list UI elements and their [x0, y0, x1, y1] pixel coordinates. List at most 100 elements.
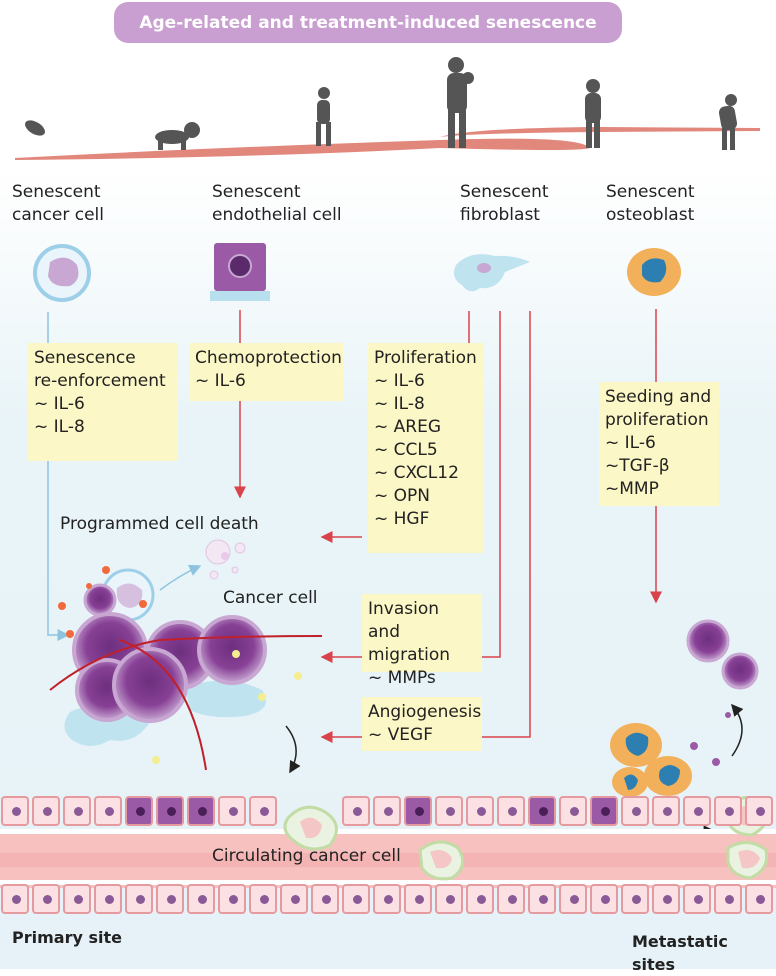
endothelial-cell — [311, 884, 339, 914]
endothelial-nucleus — [74, 895, 83, 904]
endothelial-nucleus — [601, 895, 610, 904]
endothelial-nucleus — [632, 895, 641, 904]
endothelial-cell — [342, 796, 370, 826]
endothelial-cell — [714, 796, 742, 826]
embryo-icon — [25, 120, 45, 136]
endothelial-nucleus — [446, 895, 455, 904]
label-senescent-osteoblast: Senescent osteoblast — [606, 182, 695, 225]
adults-icon — [447, 57, 474, 148]
blood-vessel — [0, 829, 776, 888]
endothelial-cell — [63, 884, 91, 914]
endothelial-cell — [125, 796, 153, 826]
endothelial-nucleus — [260, 807, 269, 816]
endothelial-cell — [63, 796, 91, 826]
endothelial-cell — [249, 796, 277, 826]
endothelial-cell — [714, 884, 742, 914]
circulating-cells — [283, 796, 769, 881]
endothelial-cell — [404, 884, 432, 914]
endothelial-nucleus — [353, 807, 362, 816]
endothelial-nucleus — [725, 807, 734, 816]
endothelial-nucleus — [415, 895, 424, 904]
metastatic-osteoblasts — [610, 723, 692, 797]
endothelial-nucleus — [663, 895, 672, 904]
endothelial-nucleus — [632, 807, 641, 816]
endothelial-cell — [528, 796, 556, 826]
endothelial-cell — [745, 796, 773, 826]
endothelial-nucleus — [508, 895, 517, 904]
endothelial-nucleus — [105, 895, 114, 904]
label-programmed-cell-death: Programmed cell death — [60, 514, 259, 534]
adult-icon — [585, 79, 601, 148]
endothelial-cell — [94, 884, 122, 914]
endothelial-nucleus — [322, 895, 331, 904]
endothelial-cell — [528, 884, 556, 914]
box-proliferation: Proliferation ~ IL-6 ~ IL-8 ~ AREG ~ CCL… — [368, 343, 484, 553]
box-invasion-migration: Invasion and migration ~ MMPs — [362, 594, 482, 688]
endothelial-cell — [683, 796, 711, 826]
endothelial-cell — [652, 884, 680, 914]
endothelial-cell — [466, 884, 494, 914]
child-icon — [316, 87, 331, 146]
endothelial-cell — [218, 796, 246, 826]
endothelial-nucleus — [12, 807, 21, 816]
endothelial-nucleus — [291, 895, 300, 904]
endothelial-cell — [621, 884, 649, 914]
label-senescent-endothelial-cell: Senescent endothelial cell — [212, 182, 342, 225]
endothelial-cell — [249, 884, 277, 914]
endothelial-cell — [94, 796, 122, 826]
arrow-intravasation — [285, 725, 301, 774]
endothelial-cell — [745, 884, 773, 914]
endothelial-cell — [497, 796, 525, 826]
endothelial-nucleus — [694, 807, 703, 816]
endothelial-nucleus — [229, 807, 238, 816]
endothelial-cell — [404, 796, 432, 826]
endothelial-nucleus — [12, 895, 21, 904]
endothelial-cell — [187, 884, 215, 914]
vessel-wall-bottom — [0, 884, 776, 918]
endothelial-cell — [1, 796, 29, 826]
apoptotic-bodies — [205, 539, 246, 580]
endothelial-nucleus — [136, 895, 145, 904]
label-metastatic-sites: Metastatic sites — [632, 932, 728, 974]
endothelial-cell — [280, 884, 308, 914]
senescent-osteoblast-icon — [627, 248, 681, 296]
baby-icon — [155, 122, 200, 150]
endothelial-nucleus — [43, 807, 52, 816]
endothelial-cell — [683, 884, 711, 914]
endothelial-cell — [32, 796, 60, 826]
title-banner: Age-related and treatment-induced senesc… — [114, 2, 622, 43]
endothelial-nucleus — [601, 807, 610, 816]
age-timeline — [15, 57, 760, 160]
senescent-cancer-cell-icon — [33, 244, 91, 302]
endothelial-nucleus — [198, 895, 207, 904]
endothelial-nucleus — [756, 895, 765, 904]
elderly-icon — [718, 94, 738, 150]
endothelial-nucleus — [260, 895, 269, 904]
endothelial-nucleus — [477, 807, 486, 816]
box-chemoprotection: Chemoprotection ~ IL-6 — [189, 343, 343, 401]
arrow-to-death — [159, 564, 202, 591]
endothelial-nucleus — [136, 807, 145, 816]
endothelial-nucleus — [756, 807, 765, 816]
endothelial-cell — [435, 796, 463, 826]
metastatic-cells — [686, 619, 759, 766]
endothelial-cell — [373, 796, 401, 826]
endothelial-cell — [497, 884, 525, 914]
endothelial-cell — [373, 884, 401, 914]
endothelial-nucleus — [198, 807, 207, 816]
endothelial-nucleus — [384, 807, 393, 816]
endothelial-nucleus — [570, 807, 579, 816]
endothelial-nucleus — [477, 895, 486, 904]
endothelial-nucleus — [74, 807, 83, 816]
endothelial-nucleus — [167, 807, 176, 816]
endothelial-nucleus — [539, 807, 548, 816]
endothelial-nucleus — [508, 807, 517, 816]
endothelial-nucleus — [43, 895, 52, 904]
label-circulating-cancer-cell: Circulating cancer cell — [212, 846, 401, 866]
senescent-fibroblast-icon — [454, 254, 530, 292]
endothelial-cell — [559, 796, 587, 826]
senescent-endothelial-cell-icon — [210, 243, 270, 301]
endothelial-nucleus — [446, 807, 455, 816]
endothelial-nucleus — [353, 895, 362, 904]
